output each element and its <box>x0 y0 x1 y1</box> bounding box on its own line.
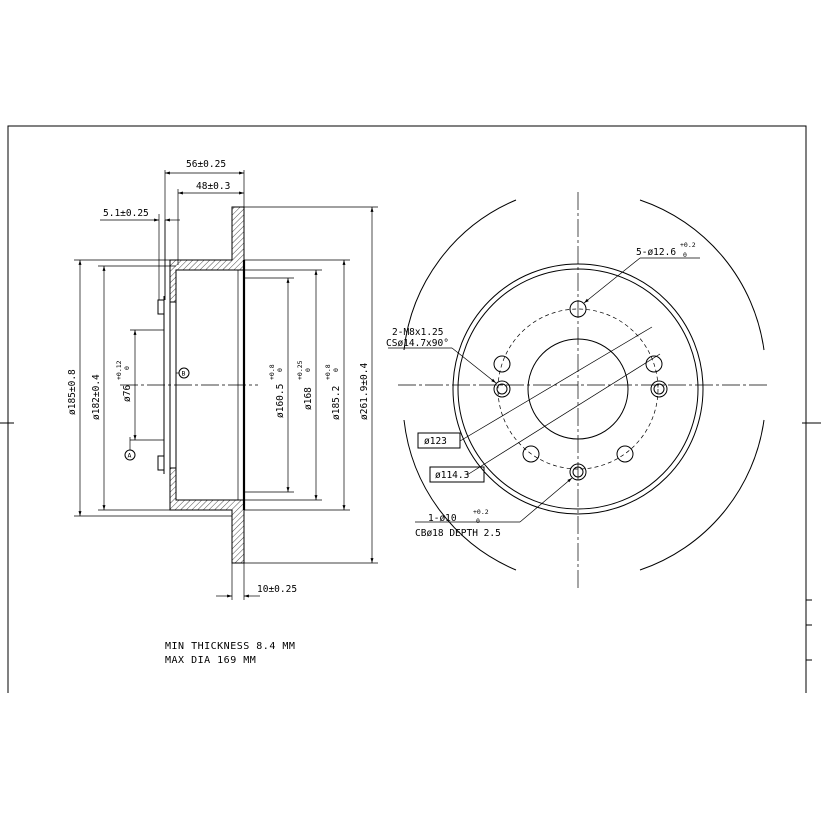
callout-pcd-114-box <box>429 466 485 483</box>
datum-a-label: A <box>128 452 132 460</box>
threaded-holes <box>493 380 668 481</box>
dim-dia-185-2: ø185.2 <box>331 386 342 420</box>
dim-dia-76-tol-low: 0 <box>123 366 131 370</box>
section-view <box>120 206 258 564</box>
section-dimensions: 56±0.25 48±0.3 5.1±0.25 10±0.25 ø185±0.8… <box>67 159 378 600</box>
dim-dia-168-tol: +0.25 <box>296 360 304 380</box>
dim-dia-185-2-tol: +0.8 <box>324 364 332 380</box>
drawing-frame <box>0 125 821 693</box>
dim-offset-5-1: 5.1±0.25 <box>103 208 149 219</box>
dim-dia-168: ø168 <box>303 387 314 410</box>
callout-bolt-holes-tol-low: 0 <box>683 251 687 259</box>
dim-dia-76: ø76 <box>122 385 133 402</box>
dim-width-56: 56±0.25 <box>186 159 226 170</box>
lower-section-profile <box>169 467 245 564</box>
bolt-holes <box>493 300 663 463</box>
callout-pin-line2: CBø18 DEPTH 2.5 <box>415 528 501 539</box>
callout-thread-line2: CSø14.7x90° <box>386 338 449 349</box>
dim-dia-185-2-tol-low: 0 <box>332 368 340 372</box>
callout-thread-line1: 2-M8x1.25 <box>392 327 443 338</box>
dim-dia-185: ø185±0.8 <box>67 369 78 415</box>
callout-pin-tol-low: 0 <box>476 517 480 525</box>
dim-dia-76-tol: +0.12 <box>115 360 123 380</box>
pitch-circle <box>497 308 659 470</box>
dim-dia-261-9: ø261.9±0.4 <box>359 363 370 420</box>
dim-thickness-10: 10±0.25 <box>257 584 297 595</box>
dim-dia-168-tol-low: 0 <box>304 368 312 372</box>
friction-ring-outer <box>452 263 704 515</box>
upper-section-profile <box>169 206 245 303</box>
callout-bolt-holes-tol: +0.2 <box>680 241 696 249</box>
dim-dia-160-5: ø160.5 <box>275 384 286 418</box>
datum-b-label: B <box>182 370 186 378</box>
dim-width-48: 48±0.3 <box>196 181 230 192</box>
notes: MIN THICKNESS 8.4 MM MAX DIA 169 MM <box>165 641 295 666</box>
front-callouts: 5-ø12.6 +0.2 0 2-M8x1.25 CSø14.7x90° ø12… <box>386 241 696 539</box>
callout-pin-line1: 1-ø10 <box>428 513 457 524</box>
dim-dia-182: ø182±0.4 <box>91 374 102 420</box>
note-max-dia: MAX DIA 169 MM <box>165 655 256 666</box>
callout-bolt-holes: 5-ø12.6 <box>636 247 676 258</box>
callout-pcd-123-box <box>417 432 461 449</box>
callout-pin-tol: +0.2 <box>473 508 489 516</box>
friction-ring-inner <box>457 268 699 510</box>
dim-dia-160-5-tol-low: 0 <box>276 368 284 372</box>
callout-pcd-123: ø123 <box>424 436 447 447</box>
dim-dia-160-5-tol: +0.8 <box>268 364 276 380</box>
note-min-thickness: MIN THICKNESS 8.4 MM <box>165 641 295 652</box>
front-view <box>388 192 770 590</box>
callout-pcd-114: ø114.3 <box>435 470 469 481</box>
center-bore <box>527 338 629 440</box>
